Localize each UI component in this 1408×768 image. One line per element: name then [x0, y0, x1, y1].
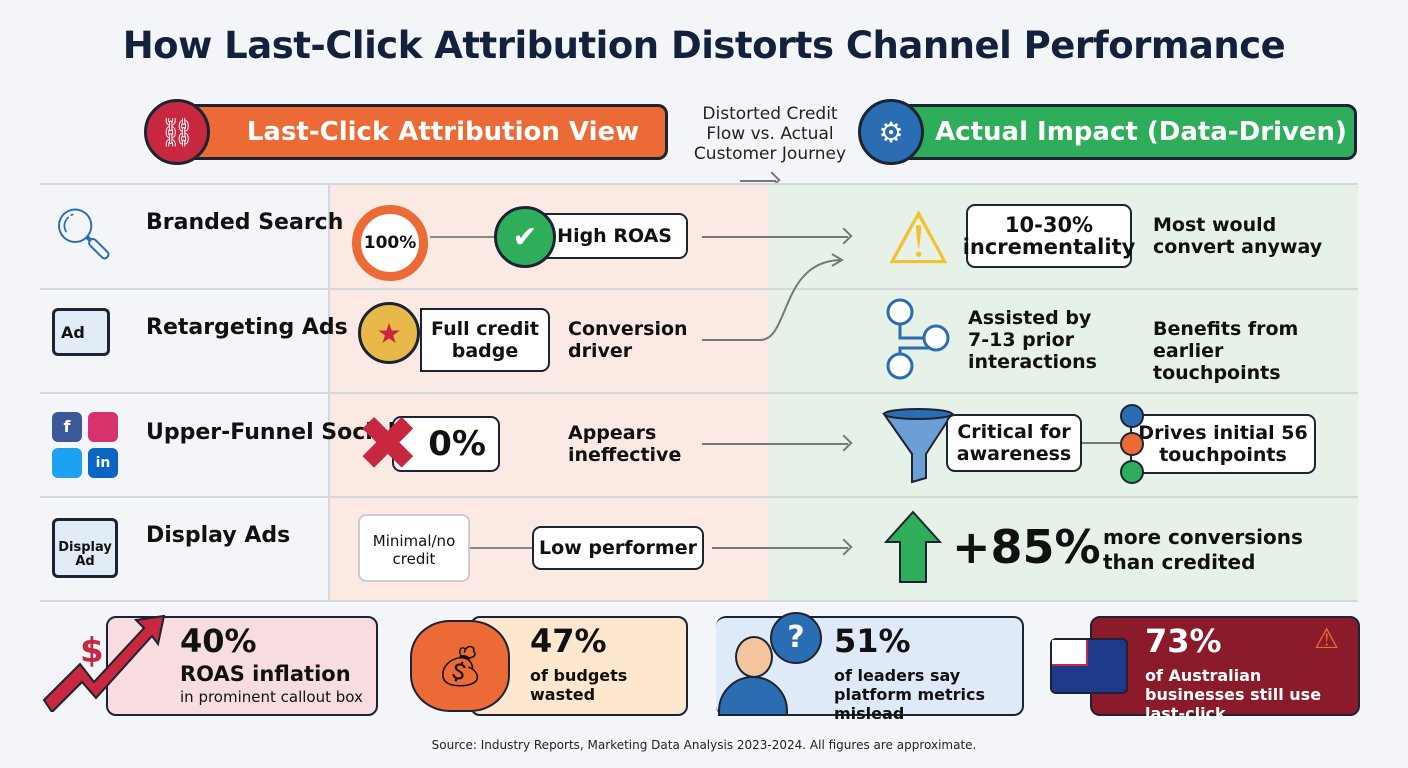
warning-icon: ⚠: [886, 196, 951, 280]
credit-100-ring: 100%: [352, 205, 428, 281]
plus-85-value: +85%: [952, 520, 1101, 574]
page-title: How Last-Click Attribution Distorts Chan…: [122, 24, 1286, 67]
broken-link-icon: ⛓: [144, 99, 210, 165]
arrow: [712, 547, 848, 549]
badge-icon: ★: [358, 302, 420, 364]
zero-percent-box: 0%: [392, 416, 500, 472]
stat-label: of Australian businesses still use last-…: [1145, 666, 1322, 723]
social-icons: f in: [52, 412, 120, 478]
ad-cursor-icon: Ad: [52, 308, 110, 356]
network-icon: ⚙: [858, 99, 924, 165]
incrementality-box: 10-30% incrementality: [963, 204, 1135, 268]
alert-icon: ⚠: [1314, 622, 1340, 655]
display-ad-icon: Display Ad: [52, 518, 118, 578]
channel-upper-funnel-social: Upper-Funnel Social: [146, 420, 396, 445]
flow-arrow: [740, 180, 776, 182]
stat-card-australia: [1090, 616, 1360, 716]
svg-text:$: $: [80, 631, 104, 671]
stat-label: ROAS inflation: [180, 662, 351, 686]
journey-icon: [886, 298, 950, 380]
initial-touchpoints-box: Drives initial 56 touchpoints: [1130, 414, 1316, 474]
linkedin-icon: in: [88, 448, 118, 478]
link-icon: [1120, 404, 1144, 428]
facebook-icon: f: [52, 412, 82, 442]
funnel-icon: [882, 408, 954, 484]
stat-label: of leaders say platform metrics mislead: [834, 666, 986, 723]
flow-caption: Distorted Credit Flow vs. Actual Custome…: [693, 104, 847, 164]
conversion-driver-text: Conversion driver: [568, 318, 688, 362]
magnifier-icon: 🔍︎: [52, 205, 116, 263]
stat-label: of budgets wasted: [530, 666, 628, 704]
minimal-credit-box: Minimal/no credit: [358, 514, 470, 582]
channel-branded-search: Branded Search: [146, 210, 344, 235]
low-performer-box: Low performer: [532, 526, 704, 570]
stat-value: 73%: [1145, 622, 1222, 660]
convert-anyway-text: Most would convert anyway: [1153, 214, 1323, 258]
stat-card-roas: [106, 616, 378, 716]
appears-ineffective-text: Appears ineffective: [568, 422, 682, 466]
money-bag-icon: 💰︎: [410, 620, 510, 712]
up-arrow-icon: [884, 510, 942, 583]
person-icon: [735, 636, 773, 678]
rising-arrow-icon: $: [42, 614, 166, 712]
question-bubble-icon: ?: [770, 612, 822, 664]
stat-value: 40%: [180, 622, 257, 660]
curved-arrow: [702, 253, 844, 341]
more-conversions-text: more conversions than credited: [1103, 525, 1303, 574]
chat-icon: [1120, 460, 1144, 484]
full-credit-box: Full credit badge: [420, 308, 550, 372]
stat-value: 51%: [834, 622, 911, 660]
assisted-text: Assisted by 7-13 prior interactions: [968, 307, 1097, 373]
stat-value: 47%: [530, 622, 607, 660]
arrow: [702, 443, 848, 445]
data-driven-header: Actual Impact (Data-Driven): [895, 104, 1357, 160]
x-icon: ✖: [356, 399, 420, 488]
channel-display-ads: Display Ads: [146, 523, 291, 548]
last-click-header: Last-Click Attribution View: [178, 104, 668, 160]
critical-awareness-box: Critical for awareness: [946, 414, 1082, 472]
twitter-icon: [52, 448, 82, 478]
check-icon: ✔: [494, 206, 556, 268]
instagram-icon: [88, 412, 118, 442]
australia-flag-icon: [1050, 638, 1128, 694]
arrow: [702, 236, 848, 238]
share-icon: [1120, 432, 1144, 456]
source-note: Source: Industry Reports, Marketing Data…: [431, 738, 977, 752]
earlier-touchpoints-text: Benefits from earlier touchpoints: [1153, 318, 1299, 384]
channel-retargeting: Retargeting Ads: [146, 315, 348, 340]
stat-sub: in prominent callout box: [180, 688, 363, 706]
